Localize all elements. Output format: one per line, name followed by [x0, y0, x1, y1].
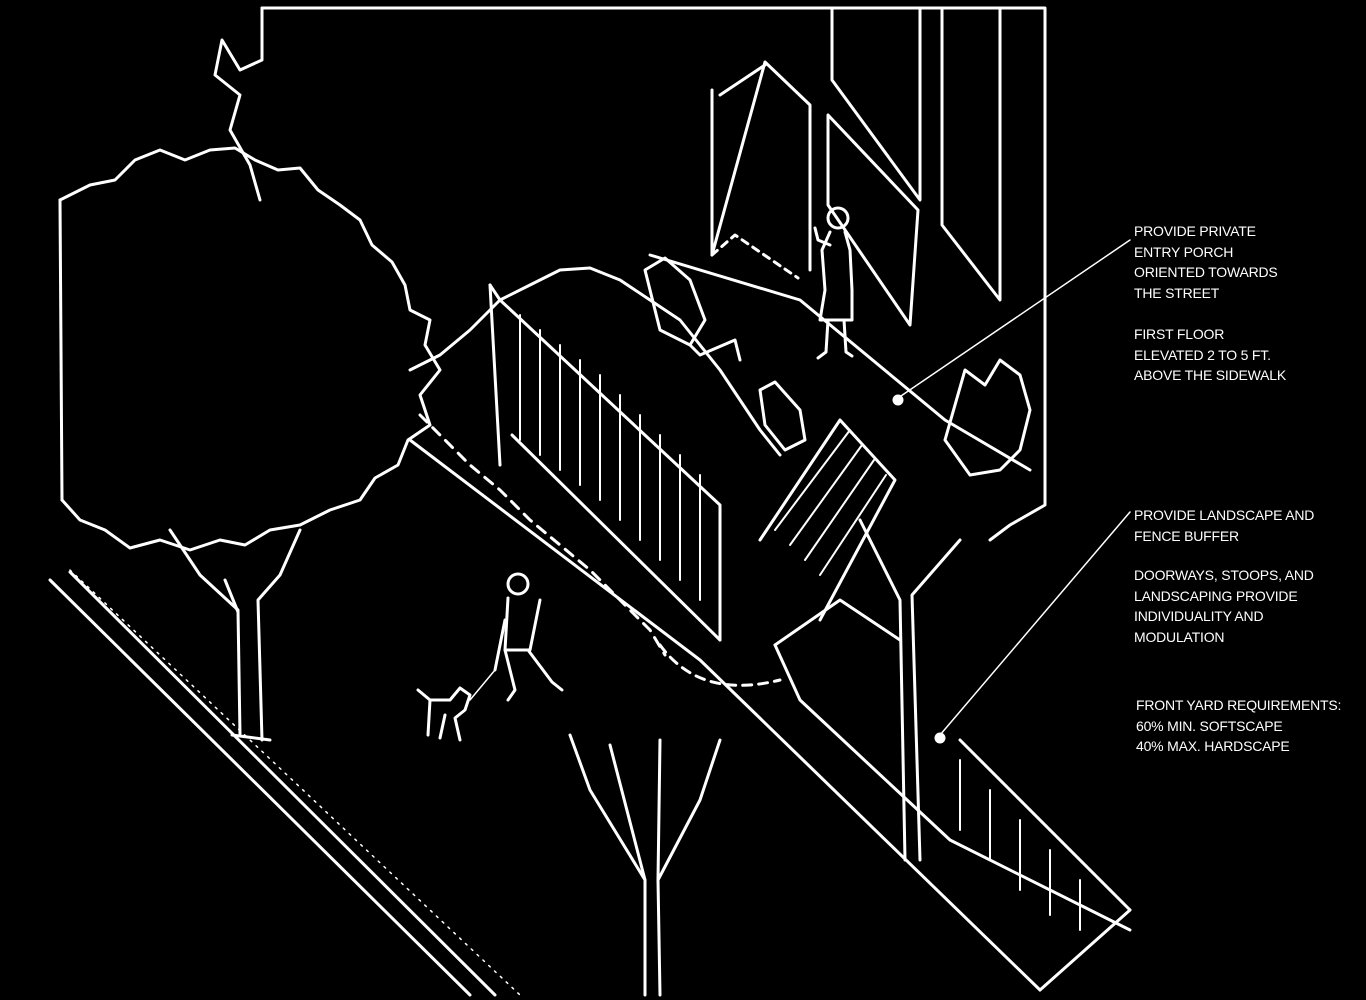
annotation-line: FRONT YARD REQUIREMENTS: — [1136, 695, 1341, 716]
porch-chairs — [645, 258, 805, 450]
annotation-line: DOORWAYS, STOOPS, AND — [1134, 565, 1314, 586]
annotation-line: THE STREET — [1134, 283, 1278, 304]
annotation-line: 40% MAX. HARDSCAPE — [1136, 736, 1341, 757]
hedge — [410, 268, 780, 655]
leader-porch — [898, 240, 1130, 398]
annotation-line: PROVIDE PRIVATE — [1134, 221, 1278, 242]
sidewalk-curb — [50, 440, 1130, 995]
street-tree-canopy — [60, 148, 440, 550]
annotation-line: LANDSCAPING PROVIDE — [1134, 586, 1314, 607]
annotation-fence-buffer: PROVIDE LANDSCAPE AND FENCE BUFFER — [1134, 505, 1314, 546]
annotation-line: 60% MIN. SOFTSCAPE — [1136, 716, 1341, 737]
bare-tree — [570, 735, 720, 995]
annotation-line: FENCE BUFFER — [1134, 526, 1314, 547]
annotation-line: FIRST FLOOR — [1134, 324, 1286, 345]
building-facade — [215, 8, 1045, 540]
leader-buffer — [940, 512, 1130, 735]
annotation-line: ELEVATED 2 TO 5 FT. — [1134, 345, 1286, 366]
annotation-line: PROVIDE LANDSCAPE AND — [1134, 505, 1314, 526]
leader-dot-porch — [894, 396, 902, 404]
annotation-first-floor: FIRST FLOOR ELEVATED 2 TO 5 FT. ABOVE TH… — [1134, 324, 1286, 386]
annotation-doorways: DOORWAYS, STOOPS, AND LANDSCAPING PROVID… — [1134, 565, 1314, 647]
annotation-line: ENTRY PORCH — [1134, 242, 1278, 263]
annotation-line: INDIVIDUALITY AND — [1134, 606, 1314, 627]
leader-dot-buffer — [936, 734, 944, 742]
annotation-entry-porch: PROVIDE PRIVATE ENTRY PORCH ORIENTED TOW… — [1134, 221, 1278, 303]
annotation-line: ORIENTED TOWARDS — [1134, 262, 1278, 283]
dog — [418, 688, 470, 740]
street-tree-trunk — [170, 530, 300, 740]
person-walking-dog — [470, 574, 562, 700]
leader-lines — [898, 240, 1130, 735]
annotation-line: ABOVE THE SIDEWALK — [1134, 365, 1286, 386]
stoop-stairs — [760, 420, 895, 620]
annotation-front-yard: FRONT YARD REQUIREMENTS: 60% MIN. SOFTSC… — [1136, 695, 1341, 757]
picket-fence-right — [775, 600, 1130, 930]
annotation-line: MODULATION — [1134, 627, 1314, 648]
